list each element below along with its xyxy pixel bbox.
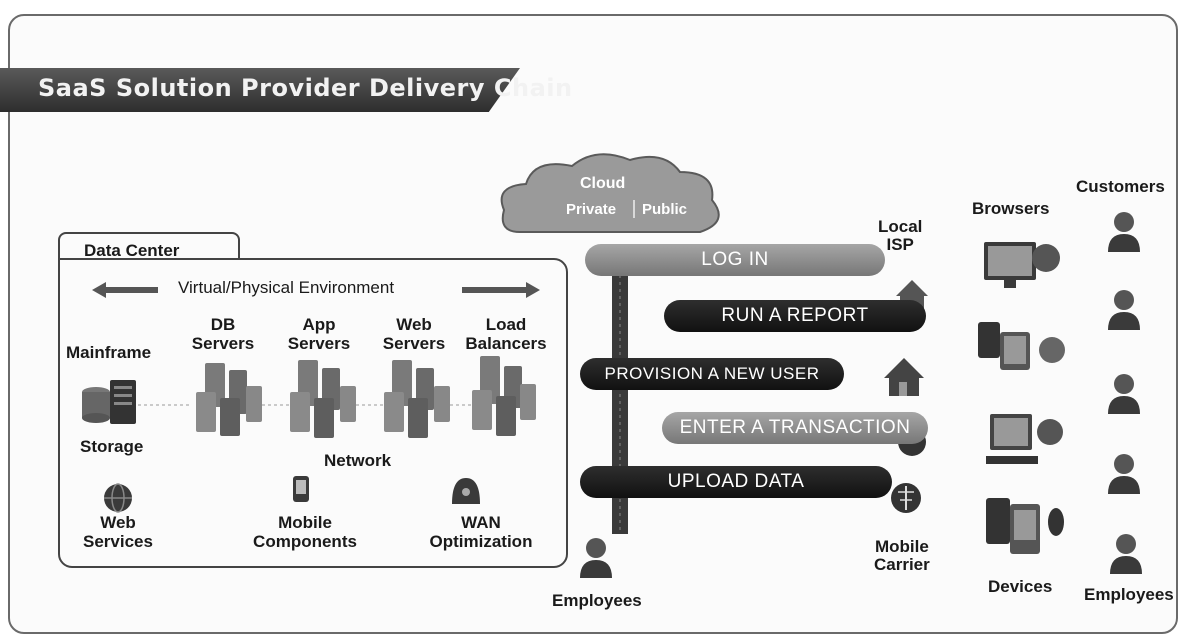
desktop-computer-icon — [986, 414, 1063, 464]
house-icon-2 — [884, 358, 924, 396]
handheld-devices-icon — [986, 498, 1064, 554]
mobile-device-group-icon — [978, 322, 1065, 370]
customer-person-icon-2 — [1108, 290, 1140, 330]
customer-person-icon-3 — [1108, 374, 1140, 414]
monitor-icon — [984, 242, 1060, 288]
storage-icon — [82, 387, 110, 423]
employee-person-icon — [580, 538, 612, 578]
title-banner — [0, 68, 520, 112]
load-balancers-label: Load Balancers — [465, 315, 547, 353]
action-run-a-report: RUN A REPORT — [664, 300, 926, 332]
browsers-label: Browsers — [972, 199, 1050, 218]
mainframe-label: Mainframe — [66, 343, 152, 362]
cloud-icon — [500, 153, 720, 233]
customers-label: Customers — [1076, 177, 1165, 196]
diagram-title: SaaS Solution Provider Delivery Chain — [38, 74, 573, 102]
data-center-tab — [58, 232, 240, 262]
local-isp-label: Local ISP — [878, 217, 923, 254]
action-enter-a-transaction: ENTER A TRANSACTION — [662, 412, 928, 444]
storage-label: Storage — [80, 437, 144, 456]
wan-optimization-label: WAN Optimization — [429, 513, 533, 551]
mobile-carrier-label: Mobile Carrier — [874, 537, 930, 574]
network-label: Network — [324, 451, 392, 470]
antenna-icon — [891, 483, 921, 513]
cloud-private-label: Private — [566, 201, 617, 218]
globe-icon — [104, 483, 132, 513]
app-servers-label: App Servers — [287, 315, 351, 353]
wan-icon — [452, 478, 480, 504]
server-rack-icon — [110, 380, 136, 424]
db-servers-label: DB Servers — [191, 315, 255, 353]
load-balancer-cluster-icon — [472, 356, 536, 436]
customer-person-icon-4 — [1108, 454, 1140, 494]
action-upload-data: UPLOAD DATA — [580, 466, 892, 498]
web-server-cluster-icon — [384, 360, 450, 438]
mobile-phone-icon — [293, 476, 309, 502]
employees-left-label: Employees — [552, 591, 642, 610]
cloud-title: Cloud — [580, 175, 626, 192]
employees-right-label: Employees — [1084, 585, 1174, 604]
employee-person-icon-right — [1110, 534, 1142, 574]
right-arrow-icon — [462, 282, 540, 298]
environment-label: Virtual/Physical Environment — [178, 278, 395, 297]
left-arrow-icon — [92, 282, 158, 298]
app-server-cluster-icon — [290, 360, 356, 438]
mobile-components-label: Mobile Components — [253, 513, 357, 551]
data-center-label: Data Center — [84, 241, 180, 260]
action-log-in: LOG IN — [585, 244, 885, 276]
web-services-label: Web Services — [83, 513, 153, 551]
devices-label: Devices — [988, 577, 1053, 596]
cloud-public-label: Public — [642, 201, 688, 218]
db-server-cluster-icon — [196, 363, 262, 436]
web-servers-label: Web Servers — [382, 315, 446, 353]
customer-person-icon-1 — [1108, 212, 1140, 252]
action-provision-a-new-user: PROVISION A NEW USER — [580, 358, 844, 390]
